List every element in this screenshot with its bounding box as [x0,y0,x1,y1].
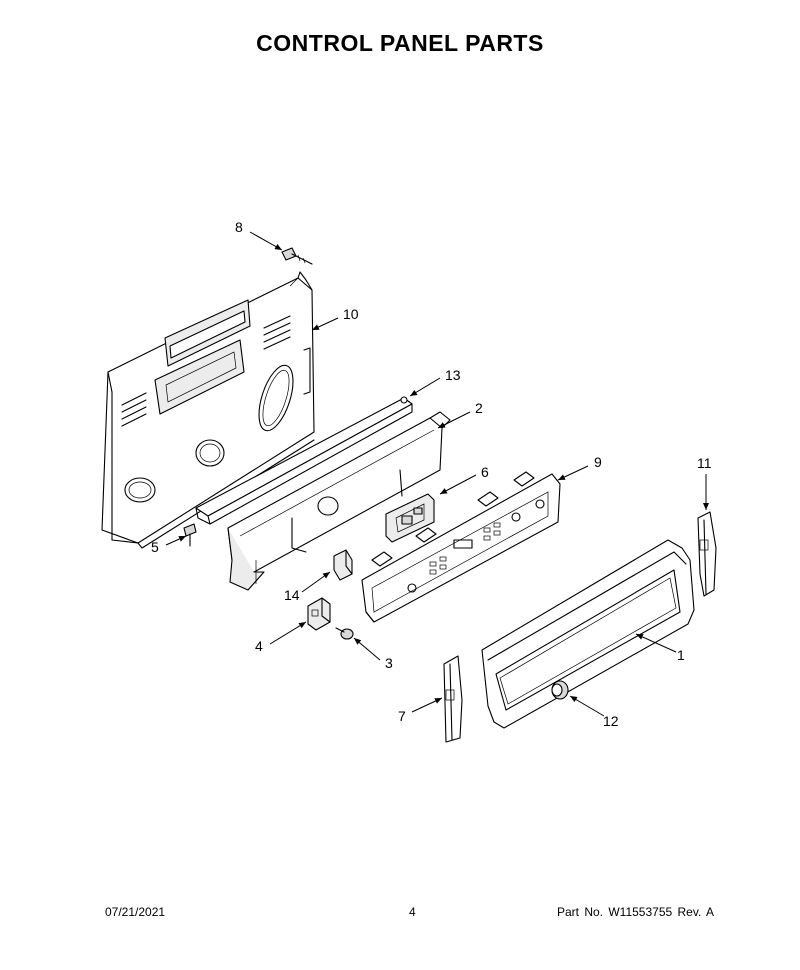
footer-page-number: 4 [409,905,416,919]
page-title: CONTROL PANEL PARTS [256,30,544,56]
callout-13: 13 [445,367,461,383]
callout-3: 3 [385,655,393,671]
callout-6: 6 [481,464,489,480]
vent-slots-left [121,392,147,427]
callout-12: 12 [603,713,619,729]
leader-lines [165,231,709,717]
trim-strip-part-13 [195,396,413,525]
callout-11: 11 [697,455,712,471]
callout-labels: 1 2 3 4 5 6 7 8 9 10 11 12 13 14 [151,219,712,729]
footer-date: 07/21/2021 [105,905,166,919]
end-cap-right-part-11 [697,511,717,597]
callout-5: 5 [151,539,159,555]
screw-part-5 [183,523,197,547]
knob-part-12 [551,680,569,700]
callout-7: 7 [398,708,406,724]
panel-bracket-part-2 [227,411,451,591]
infinite-switch-part-4 [307,597,331,631]
callout-1: 1 [677,647,685,663]
screw-part-8 [281,247,313,265]
vent-slots-right [263,315,291,350]
rear-panel-part-10 [101,271,315,549]
knob-part-3 [335,627,354,640]
control-board-part-6 [385,493,435,543]
callout-8: 8 [235,219,243,235]
panel-frame-part-1 [481,539,695,729]
console-button-grid [429,522,501,575]
footer-part-number: Part No. W11553755 Rev. A [557,905,714,919]
callout-4: 4 [255,638,263,654]
callout-2: 2 [475,400,483,416]
control-console-part-9 [361,471,561,623]
switch-part-14 [333,549,353,581]
callout-9: 9 [594,454,602,470]
end-cap-left-part-7 [443,655,463,743]
callout-10: 10 [343,306,359,322]
callout-14: 14 [284,587,300,603]
